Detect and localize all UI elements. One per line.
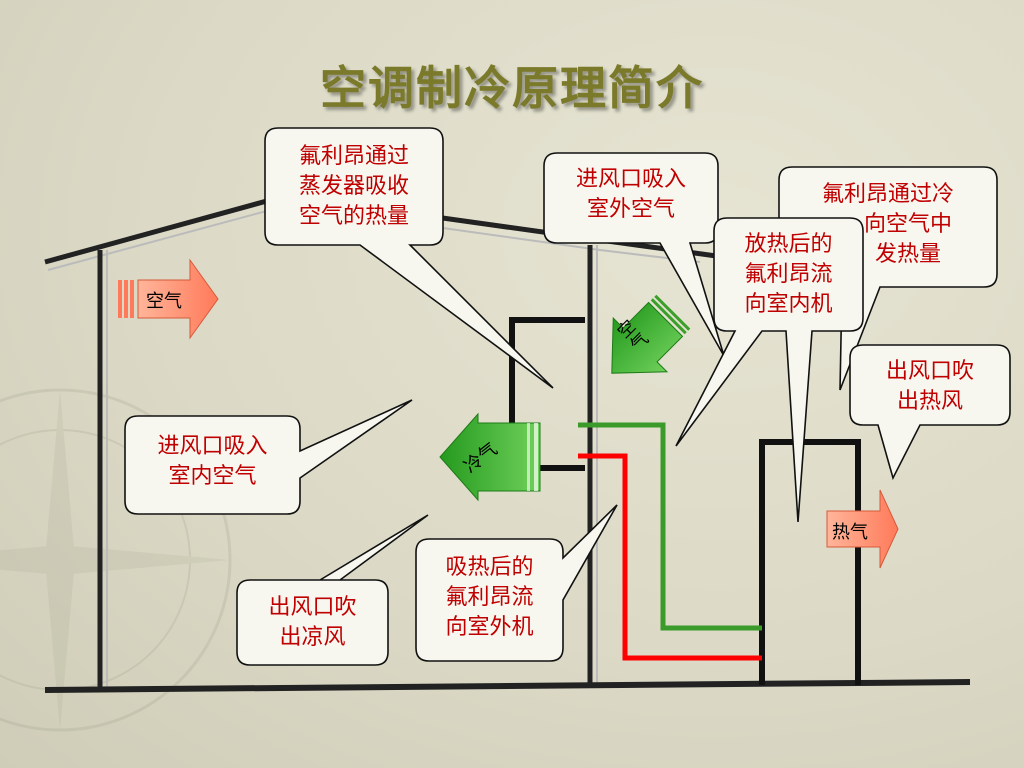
callout-condenser-release: 氟利昂通过冷 向空气中 发热量 <box>821 182 954 267</box>
callout-outdoor-intake: 进风口吸入 室外空气 <box>575 167 686 222</box>
hot-air-arrow <box>826 489 899 569</box>
hot-pipe <box>578 453 762 661</box>
callout-indoor-intake: 进风口吸入 室内空气 <box>157 434 268 489</box>
callout-absorb-evaporator-bubble <box>264 127 554 389</box>
air-arrow-label: 空气 <box>146 291 182 312</box>
callout-outdoor-outlet: 出风口吹 出热风 <box>885 359 974 414</box>
callout-after-release-bubble <box>675 217 864 523</box>
callout-after-absorb-bubble <box>415 504 618 662</box>
cold-air-arrow <box>439 412 541 502</box>
callout-after-absorb: 吸热后的 氟利昂流 向室外机 <box>445 555 534 640</box>
callout-indoor-outlet: 出风口吹 出凉风 <box>268 595 357 650</box>
hot-air-arrow-label: 热气 <box>832 522 868 543</box>
callout-indoor-outlet-bubble <box>236 514 429 666</box>
callout-outdoor-intake-bubble <box>543 152 725 357</box>
cold-pipe <box>578 422 762 631</box>
indoor-unit <box>509 317 585 471</box>
page-title: 空调制冷原理简介 <box>320 61 704 115</box>
callout-bubbles <box>124 127 1011 666</box>
callout-outdoor-outlet-bubble <box>849 344 1011 481</box>
ground-line <box>44 679 971 693</box>
compass-watermark <box>0 388 232 732</box>
outdoor-unit <box>759 439 861 685</box>
callout-indoor-intake-bubble <box>124 399 413 515</box>
callout-absorb-evaporator: 氟利昂通过 蒸发器吸收 空气的热量 <box>298 144 409 229</box>
callout-after-release: 放热后的 氟利昂流 向室内机 <box>744 232 833 317</box>
air-arrow <box>118 258 219 340</box>
outdoor-air-arrow <box>611 294 691 374</box>
